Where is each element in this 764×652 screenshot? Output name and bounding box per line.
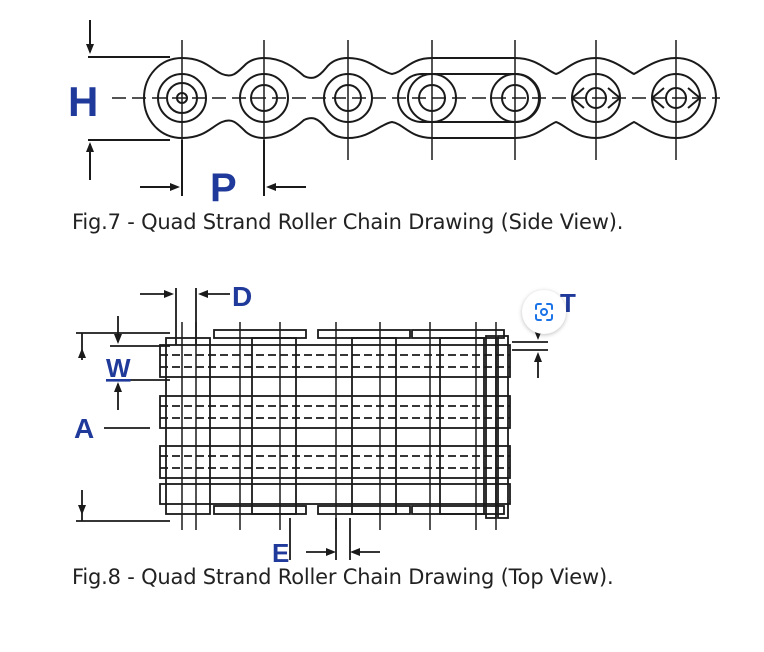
chain-link-plate — [142, 56, 718, 140]
side-plate — [497, 335, 509, 519]
offset-label: E — [272, 538, 289, 568]
lens-icon — [535, 303, 553, 321]
pitch-label: P — [210, 166, 237, 205]
chain-strand — [159, 395, 511, 429]
figure-8-caption: Fig.8 - Quad Strand Roller Chain Drawing… — [72, 565, 614, 589]
visual-search-button[interactable] — [522, 290, 566, 334]
width-label: W — [106, 353, 131, 383]
side-plate — [485, 335, 497, 519]
chain-strand — [159, 344, 511, 378]
pins — [181, 322, 497, 530]
link-plates — [165, 329, 505, 515]
figure-7-caption: Fig.7 - Quad Strand Roller Chain Drawing… — [72, 210, 624, 234]
chain-strand — [159, 483, 511, 505]
pin-center-marks — [181, 40, 677, 160]
chain-strand — [159, 445, 511, 479]
height-label: H — [68, 78, 98, 125]
side-view-drawing: H P — [68, 20, 720, 205]
pin-diameter-label: D — [232, 281, 252, 312]
overall-width-label: A — [74, 413, 94, 444]
